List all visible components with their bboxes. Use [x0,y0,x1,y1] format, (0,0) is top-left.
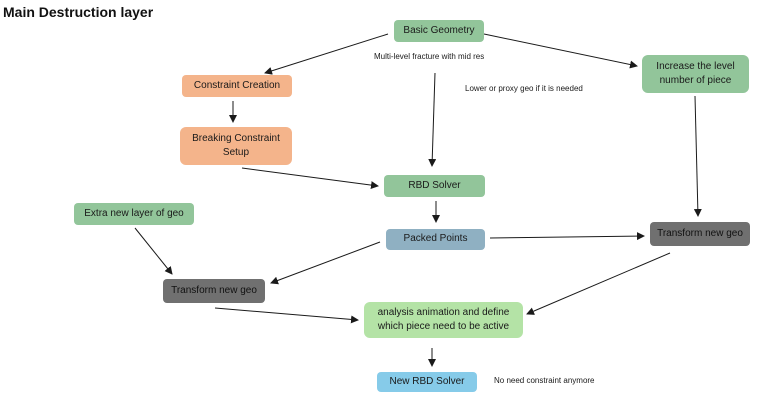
arrow-packed-to-transform-right [489,232,645,241]
arrow-packed-to-transform-left [270,241,381,285]
node-analysis-animation: analysis animation and define which piec… [364,302,523,338]
note-lower-proxy-geo: Lower or proxy geo if it is needed [465,84,583,93]
arrow-extra-to-transform-left [134,227,173,275]
node-extra-new-layer: Extra new layer of geo [74,203,194,225]
node-packed-points: Packed Points [386,229,485,250]
arrow-breaking-to-rbd [241,167,379,190]
arrow-basic-to-rbd [428,72,437,167]
node-transform-new-geo-right: Transform new geo [650,222,750,246]
node-rbd-solver: RBD Solver [384,175,485,197]
arrow-basic-to-increase [483,33,638,69]
node-constraint-creation: Constraint Creation [182,75,292,97]
note-multi-level-fracture: Multi-level fracture with mid res [374,52,485,61]
node-transform-new-geo-left: Transform new geo [163,279,265,303]
arrow-transform-right-to-analysis [526,252,671,315]
node-breaking-constraint-setup: Breaking Constraint Setup [180,127,292,165]
arrow-increase-to-transform [693,95,702,217]
diagram-title: Main Destruction layer [3,4,154,20]
node-basic-geometry: Basic Geometry [394,20,484,42]
note-no-constraint: No need constraint anymore [494,376,595,385]
arrow-basic-to-constraint [264,33,389,75]
node-increase-level: Increase the level number of piece [642,55,749,93]
node-new-rbd-solver: New RBD Solver [377,372,477,392]
arrow-transform-left-to-analysis [214,307,359,324]
